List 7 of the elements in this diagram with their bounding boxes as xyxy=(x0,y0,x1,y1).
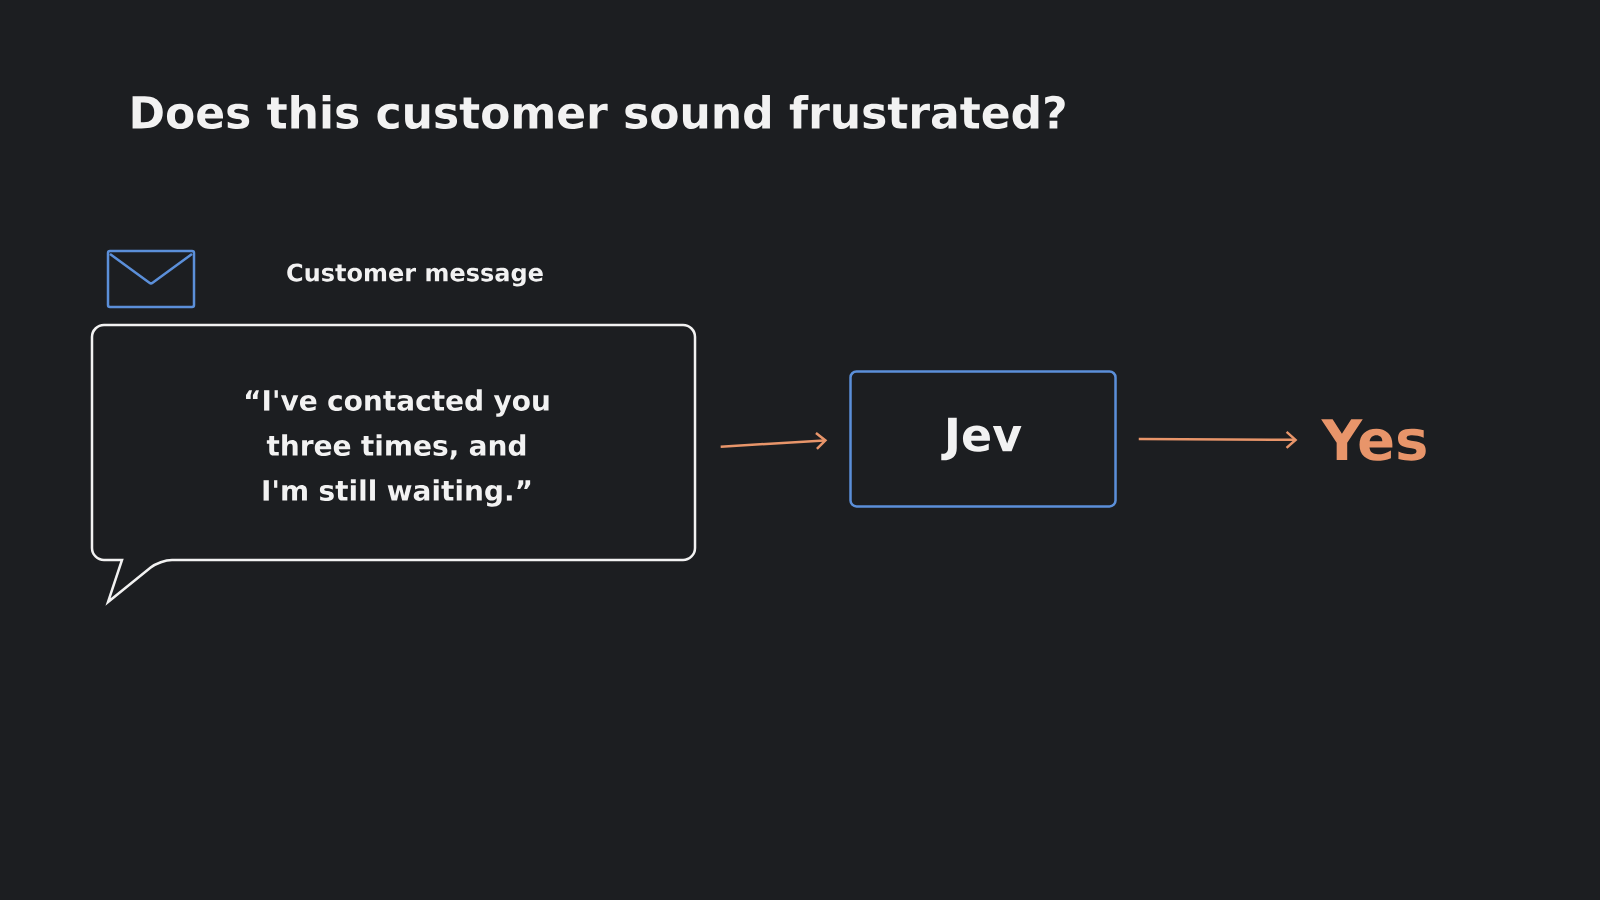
arrow xyxy=(720,432,828,450)
title: Does this customer sound frustrated? xyxy=(132,94,1065,129)
bubble-heading: Customer message xyxy=(287,263,543,287)
speech-bubble: “I've contacted you three times, and I'm still waiting.” xyxy=(90,323,697,604)
process-box: Jev xyxy=(849,370,1117,508)
arrow xyxy=(1138,430,1298,449)
result-text: Yes xyxy=(1321,419,1426,461)
